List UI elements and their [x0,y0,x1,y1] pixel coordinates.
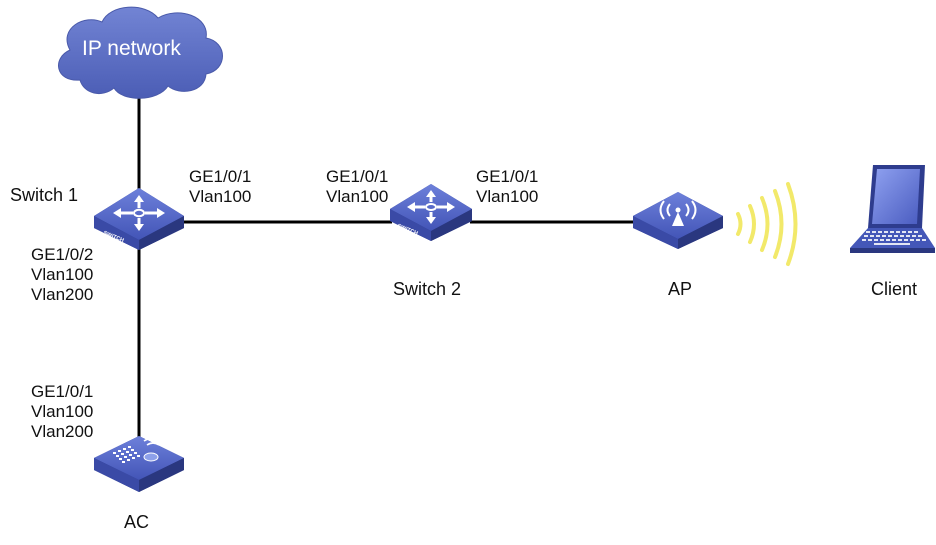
links [137,88,642,452]
switch-2-left-port-label: GE1/0/1 Vlan100 [326,167,388,207]
client-name: Client [871,279,918,299]
port-name: GE1/0/1 [476,167,539,186]
wireless-signal-icon [736,182,798,266]
vlan-name: Vlan100 [31,265,94,284]
vlan-name: Vlan100 [476,187,539,206]
switch-1-ge102-label: GE1/0/2 Vlan100 Vlan200 [31,245,93,305]
client-laptop-icon [850,165,935,253]
ac-icon [94,436,184,492]
vlan-name: Vlan100 [31,402,94,421]
port-name: GE1/0/1 [326,167,389,186]
switch-2-name: Switch 2 [393,279,462,299]
cloud-label: IP network [82,37,181,60]
port-name: GE1/0/1 [31,382,94,401]
switch-2-icon [390,184,472,241]
vlan-name: Vlan200 [31,285,94,304]
ap-name: AP [668,279,693,299]
vlan-name: Vlan100 [326,187,389,206]
switch-1-name: Switch 1 [10,185,79,205]
ip-network-cloud [58,6,223,99]
switch-1-ge101-label: GE1/0/1 Vlan100 [189,167,251,207]
ac-name: AC [124,512,150,532]
ap-icon [633,192,723,249]
ap-port-label: GE1/0/1 Vlan100 [476,167,538,207]
port-name: GE1/0/1 [189,167,252,186]
ac-port-label: GE1/0/1 Vlan100 Vlan200 [31,382,93,442]
switch-1-icon [94,188,184,250]
vlan-name: Vlan100 [189,187,252,206]
port-name: GE1/0/2 [31,245,94,264]
vlan-name: Vlan200 [31,422,94,441]
